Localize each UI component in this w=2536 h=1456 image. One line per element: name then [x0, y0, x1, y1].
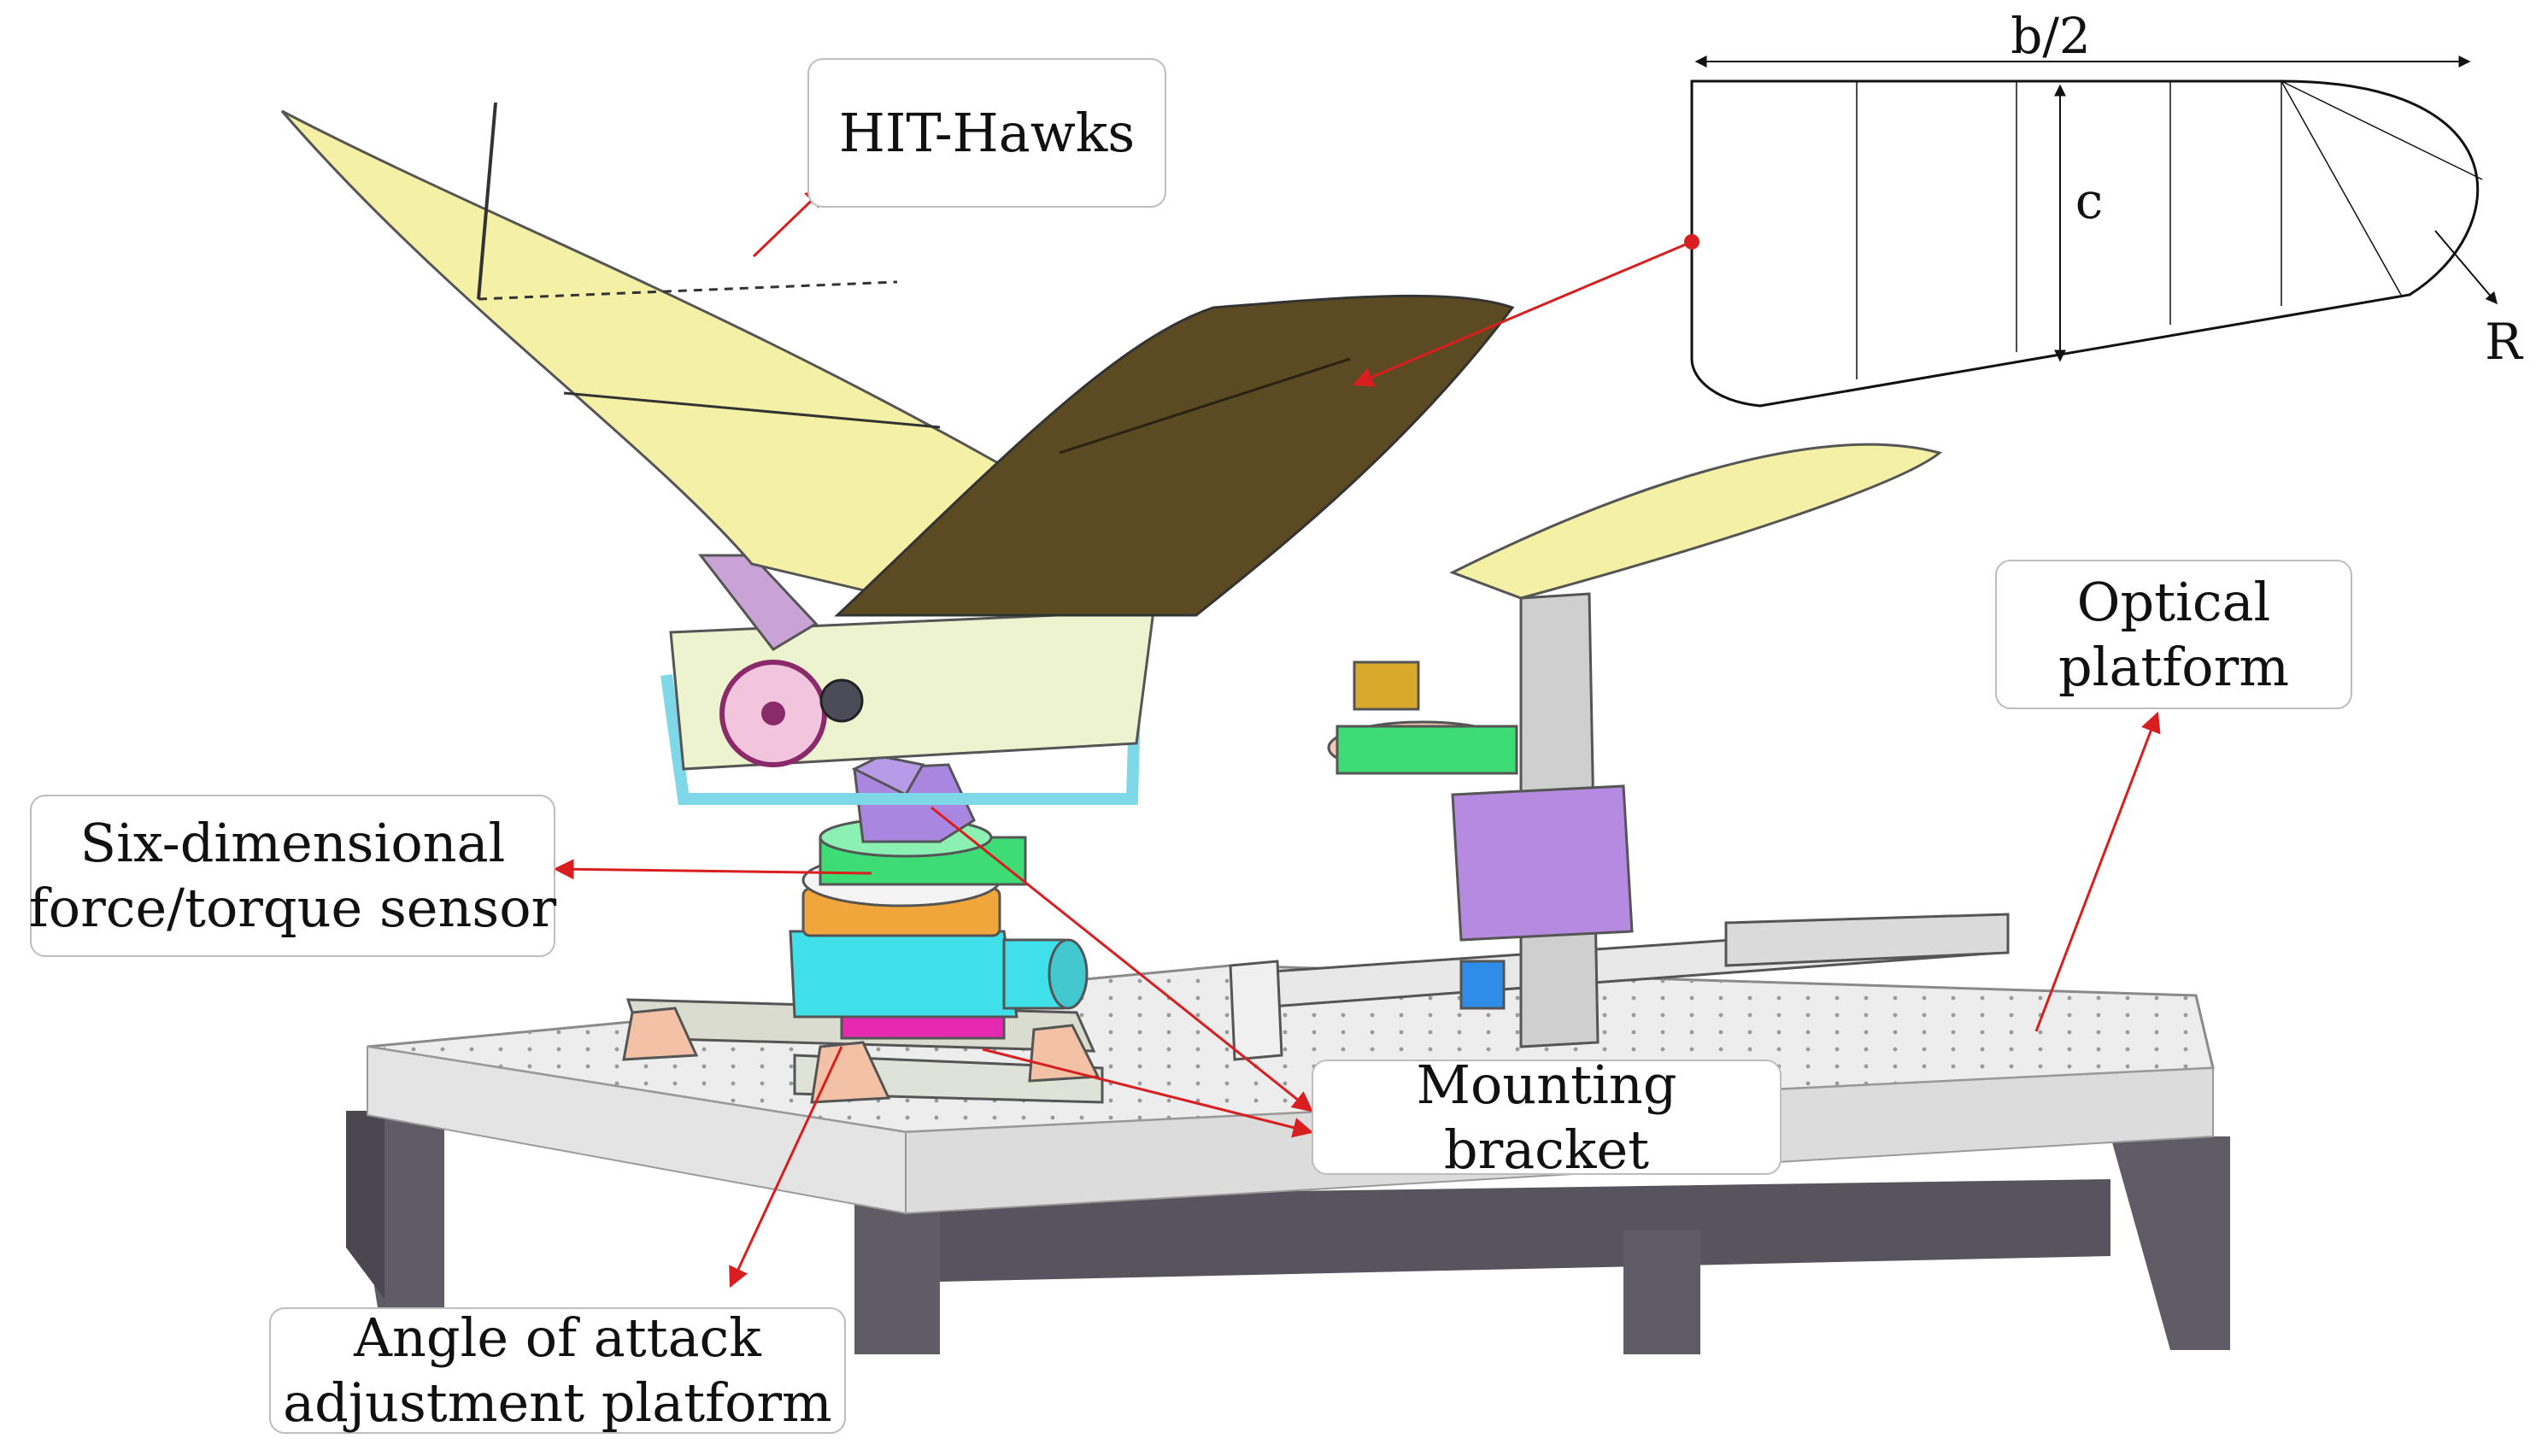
aoa-foot-right	[1028, 1024, 1101, 1083]
radius-dimension-line	[2434, 230, 2498, 305]
span-label: b/2	[2011, 7, 2091, 65]
leader-bracket-2	[982, 1048, 1314, 1138]
callout-aoa-line1: Angle of attack	[354, 1306, 761, 1370]
cyan-base	[789, 930, 1019, 1019]
aoa-foot-left	[622, 1007, 699, 1061]
wing-planform-inset: b/2 c R	[1690, 7, 2524, 408]
callout-hit-hawks-text: HIT-Hawks	[838, 101, 1136, 164]
linear-actuator	[1724, 913, 2010, 967]
right-single-wing	[1449, 443, 1943, 600]
purple-bracket	[1451, 784, 1634, 942]
hit-hawks-model	[280, 102, 1515, 617]
table-leg-right-rear	[2110, 1136, 2230, 1350]
callout-six-dimensional-sensor: Six-dimensional force/torque sensor	[28, 795, 557, 957]
leader-bracket-1	[930, 806, 1313, 1113]
servo-box	[1353, 660, 1420, 711]
blue-block	[1459, 960, 1506, 1010]
wing-root-linkage	[697, 554, 819, 651]
leader-planform	[1352, 240, 1693, 387]
planform-tip-line-1	[2281, 80, 2483, 180]
leader-optical	[2034, 711, 2161, 1032]
right-wing-rib	[1059, 357, 1351, 455]
callout-aoa-line2: adjustment platform	[283, 1371, 832, 1434]
callout-bracket-line1: Mounting	[1416, 1053, 1677, 1116]
leader-lines	[553, 186, 2161, 1289]
radius-label: R	[2485, 313, 2524, 371]
chord-label: c	[2075, 172, 2103, 230]
callout-bracket-line2: bracket	[1443, 1118, 1650, 1181]
table-leg-rear-left	[854, 1196, 940, 1354]
table-apron	[940, 1179, 2110, 1282]
table-leg-front-left-side	[346, 1111, 385, 1299]
aoa-foot-mid	[810, 1041, 891, 1104]
left-wing-rib-1	[477, 102, 497, 300]
purple-mount-fin	[851, 754, 925, 796]
callout-optical-platform: Optical platform	[1995, 560, 2352, 709]
right-rig	[1229, 443, 2010, 1061]
callout-sensor-line1: Six-dimensional	[79, 812, 506, 875]
table-leg-right-front	[1623, 1230, 1700, 1354]
planform-outline	[1690, 79, 2480, 408]
leader-aoa	[729, 1046, 843, 1289]
callout-angle-of-attack-platform: Angle of attack adjustment platform	[269, 1306, 846, 1434]
planform-tip-line-2	[2281, 80, 2402, 296]
callout-hit-hawks: HIT-Hawks	[807, 58, 1166, 208]
right-wing	[834, 294, 1515, 617]
callout-optical-line2: platform	[2058, 635, 2290, 698]
left-wing-rib-3	[563, 391, 941, 429]
motor	[819, 678, 864, 723]
left-wing-rib-2	[478, 280, 898, 301]
gear-hub	[761, 702, 785, 725]
callout-mounting-bracket: Mounting bracket	[1312, 1054, 1782, 1181]
linear-stage-end-block	[1229, 960, 1283, 1061]
leader-planform-dot	[1684, 234, 1699, 250]
leader-sensor	[553, 859, 872, 880]
callout-sensor-line2: force/torque sensor	[28, 877, 557, 939]
cyan-base-motor-cap	[1048, 938, 1089, 1010]
right-sensor-body	[1336, 725, 1518, 775]
optical-table	[346, 964, 2230, 1354]
callout-optical-line1: Optical	[2076, 570, 2271, 633]
left-rig	[622, 554, 1155, 1104]
